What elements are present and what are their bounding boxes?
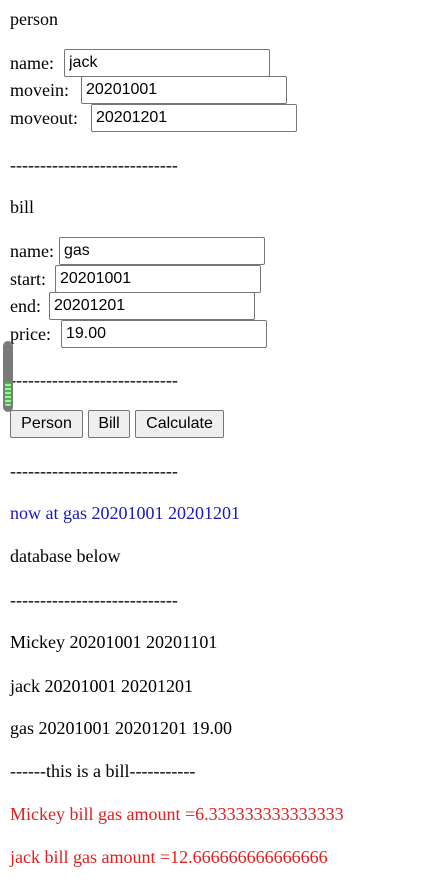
person-name-label: name: [10,53,54,73]
separator-2: ---------------------------- [10,370,178,390]
status-text: now at gas 20201001 20201201 [10,503,240,523]
bill-start-input[interactable] [55,265,261,293]
bill-end-input[interactable] [49,292,255,320]
person-heading: person [10,9,58,29]
bill-name-input[interactable] [59,237,265,265]
scrollbar-thumb[interactable] [3,341,13,412]
database-row: gas 20201001 20201201 19.00 [10,718,232,738]
scrollbar-grip-icon [5,382,11,406]
database-heading: database below [10,546,121,566]
person-name-input[interactable] [64,49,270,77]
person-button[interactable]: Person [10,410,83,438]
person-movein-label: movein: [10,80,69,100]
result-line: Mickey bill gas amount =6.33333333333333… [10,804,344,824]
bill-start-label: start: [10,269,46,289]
bill-button[interactable]: Bill [88,410,130,438]
database-row: jack 20201001 20201201 [10,676,193,696]
person-moveout-label: moveout: [10,108,78,128]
database-row: Mickey 20201001 20201101 [10,632,218,652]
bill-end-label: end: [10,296,41,316]
bill-price-label: price: [10,324,51,344]
bill-name-label: name: [10,241,54,261]
separator-4: ---------------------------- [10,590,178,610]
separator-3: ---------------------------- [10,461,178,481]
bill-marker: ------this is a bill----------- [10,761,196,781]
result-line: jack bill gas amount =12.666666666666666 [10,847,328,867]
separator-1: ---------------------------- [10,155,178,175]
person-moveout-input[interactable] [91,104,297,132]
person-movein-input[interactable] [81,76,287,104]
bill-price-input[interactable] [61,320,267,348]
bill-heading: bill [10,197,35,217]
calculate-button[interactable]: Calculate [135,410,224,438]
